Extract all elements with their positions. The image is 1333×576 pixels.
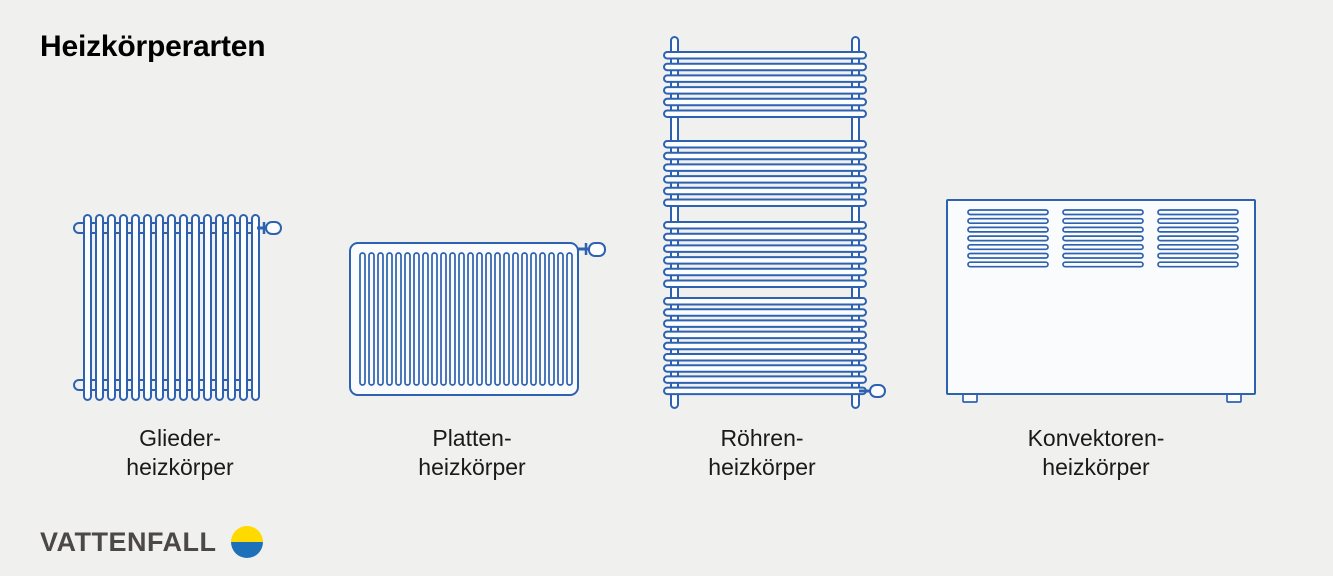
label-line-1: Platten- (432, 425, 512, 451)
label-line-2: heizkörper (126, 454, 234, 480)
label-line-1: Glieder- (139, 425, 221, 451)
label-line-2: heizkörper (418, 454, 526, 480)
label-line-2: heizkörper (708, 454, 816, 480)
konvektorenheizkoerper-illustration (946, 199, 1256, 403)
label-line-2: heizkörper (1042, 454, 1150, 480)
gliederheizkoerper-illustration (73, 214, 282, 401)
page-title: Heizkörperarten (40, 30, 266, 63)
roehrenheizkoerper-illustration (663, 36, 886, 409)
vattenfall-logo-text: VATTENFALL (40, 526, 217, 557)
plattenheizkoerper-illustration (349, 242, 606, 396)
label-gliederheizkoerper: Glieder- heizkörper (55, 424, 305, 482)
label-line-1: Konvektoren- (1027, 425, 1165, 451)
label-konvektorenheizkoerper: Konvektoren- heizkörper (960, 424, 1232, 482)
vattenfall-logo: VATTENFALL (40, 526, 264, 558)
label-plattenheizkoerper: Platten- heizkörper (347, 424, 597, 482)
label-roehrenheizkoerper: Röhren- heizkörper (637, 424, 887, 482)
vattenfall-sun-sea-icon (231, 526, 264, 558)
label-line-1: Röhren- (720, 425, 804, 451)
